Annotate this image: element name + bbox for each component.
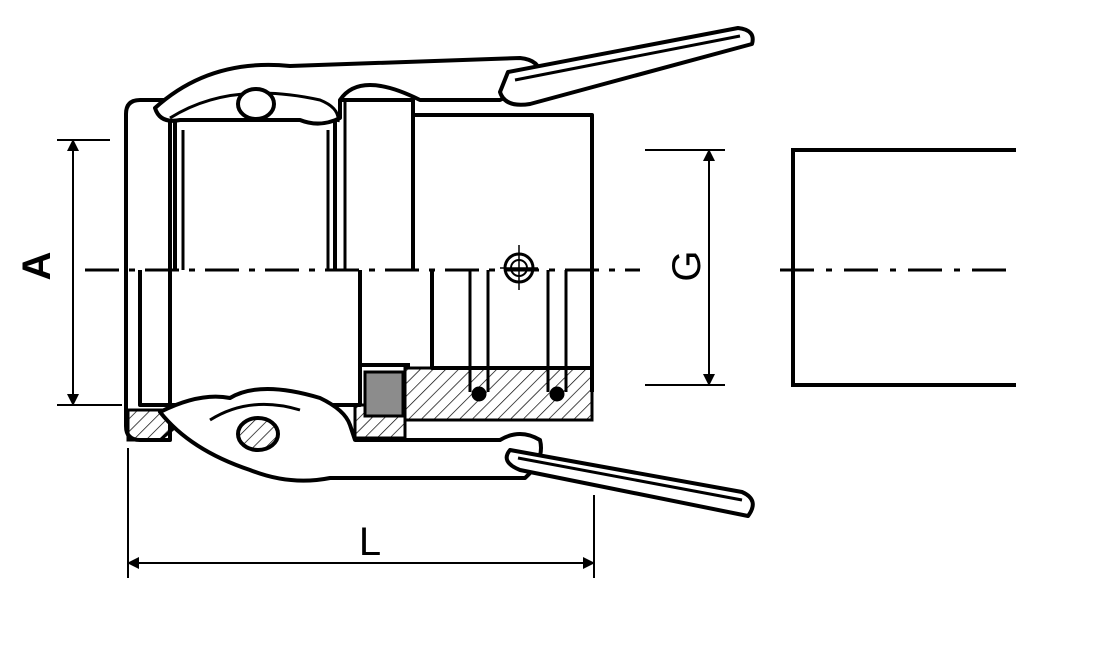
- locking-pin-hole: [500, 245, 538, 290]
- dimension-l: [127, 448, 595, 578]
- o-ring-grooves: [468, 270, 568, 402]
- lower-cam-arm: [158, 387, 755, 518]
- dimension-l-label: L: [359, 520, 381, 564]
- gasket-seal: [363, 370, 405, 418]
- dimension-g: [645, 149, 725, 386]
- dimension-a: [57, 139, 122, 406]
- dimension-g-label: G: [665, 250, 709, 281]
- upper-cam-arm: [153, 26, 755, 126]
- dimension-a-label: A: [15, 252, 59, 281]
- pipe-section: [780, 148, 1016, 387]
